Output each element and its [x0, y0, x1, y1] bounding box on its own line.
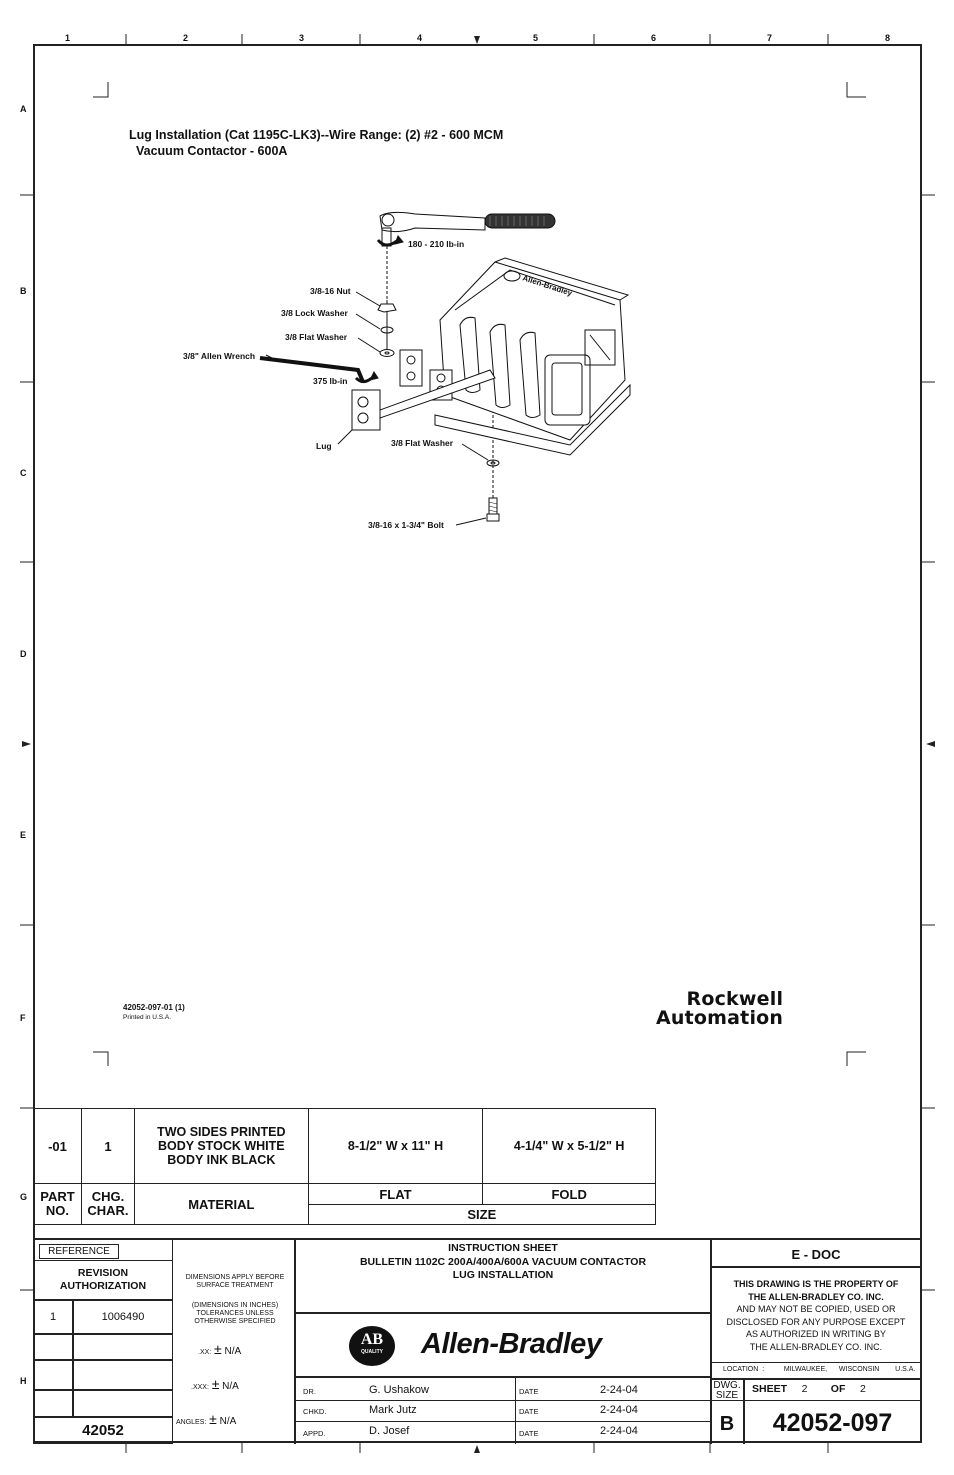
location: LOCATION : MILWAUKEE, WISCONSIN U.S.A. — [723, 1366, 916, 1373]
appd-date-label: DATE — [519, 1429, 539, 1438]
revision-empty — [33, 1360, 73, 1390]
drawing-frame — [33, 44, 922, 1443]
title-line-1: Lug Installation (Cat 1195C-LK3)--Wire R… — [129, 128, 504, 142]
logo-line-1: Rockwell — [686, 988, 784, 1010]
zone-col: 7 — [767, 33, 773, 43]
revision-auth-no: 1006490 — [73, 1300, 173, 1334]
chkd-label: CHKD. — [303, 1407, 327, 1416]
appd-name: D. Josef — [369, 1425, 410, 1437]
chkd-date: 2-24-04 — [600, 1404, 638, 1416]
dr-date: 2-24-04 — [600, 1384, 638, 1396]
zone-row: D — [20, 649, 27, 659]
revision-empty — [73, 1334, 173, 1360]
divider — [515, 1378, 516, 1444]
rockwell-automation-logo: Rockwell Automation — [656, 990, 783, 1028]
tolerance-angles: ANGLES: ± N/A — [176, 1411, 237, 1427]
tolerance-block — [173, 1240, 296, 1444]
callout-torque-lug: 375 lb-in — [313, 376, 348, 386]
dr-label: DR. — [303, 1387, 316, 1396]
zone-col: 1 — [65, 33, 71, 43]
tolerance-note: (DIMENSIONS IN INCHES) TOLERANCES UNLESS… — [191, 1302, 279, 1325]
edoc-label: E - DOC — [791, 1246, 841, 1262]
flat-size-value: 8-1/2" W x 11" H — [307, 1108, 484, 1184]
allen-bradley-wordmark: Allen-Bradley — [421, 1328, 602, 1360]
print-part-ref: 42052-097-01 (1) — [123, 1003, 185, 1012]
zone-row: B — [20, 286, 27, 296]
dr-name: G. Ushakow — [369, 1384, 429, 1396]
revision-empty — [33, 1390, 73, 1417]
divider — [710, 1240, 712, 1444]
divider — [296, 1312, 710, 1314]
zone-col: 6 — [651, 33, 657, 43]
divider — [296, 1400, 710, 1401]
revision-empty — [73, 1360, 173, 1390]
callout-bolt: 3/8-16 x 1-3/4" Bolt — [368, 520, 444, 530]
dimension-note: DIMENSIONS APPLY BEFORE SURFACE TREATMEN… — [185, 1274, 285, 1289]
divider — [743, 1378, 745, 1444]
callout-torque-top: 180 - 210 lb-in — [408, 239, 465, 249]
callout-lock-washer: 3/8 Lock Washer — [281, 308, 348, 318]
zone-col: 2 — [183, 33, 189, 43]
callout-flat-washer-bottom: 3/8 Flat Washer — [391, 438, 454, 448]
dwg-size-value: B — [719, 1412, 735, 1435]
zone-col: 4 — [417, 33, 423, 43]
printed-in-usa: Printed in U.S.A. — [123, 1014, 172, 1021]
zone-col: 8 — [885, 33, 891, 43]
appd-label: APPD. — [303, 1429, 326, 1438]
tolerance-xx: .XX: ± N/A — [198, 1341, 242, 1357]
title-block: REFERENCE REVISION AUTHORIZATION 1 10064… — [33, 1238, 922, 1444]
divider — [712, 1266, 920, 1268]
divider — [712, 1378, 920, 1380]
zone-row: C — [20, 468, 27, 478]
reference-label: REFERENCE — [39, 1244, 119, 1259]
part-no-value: -01 — [33, 1108, 82, 1184]
revision-number: 1 — [33, 1300, 73, 1334]
material-table: -01 1 TWO SIDES PRINTED BODY STOCK WHITE… — [33, 1108, 657, 1225]
zone-row: E — [20, 830, 27, 840]
part-no-header: PART NO. — [33, 1183, 82, 1225]
fold-size-value: 4-1/4" W x 5-1/2" H — [482, 1108, 656, 1184]
drawing-title: Lug Installation (Cat 1195C-LK3)--Wire R… — [129, 127, 503, 159]
revision-empty — [73, 1390, 173, 1417]
dwg-size-label: DWG. SIZE — [713, 1380, 741, 1401]
zone-row: A — [20, 104, 27, 114]
ab-quality-badge: AB QUALITY — [349, 1326, 395, 1366]
base-number: 42052 — [33, 1417, 173, 1444]
material-value: TWO SIDES PRINTED BODY STOCK WHITE BODY … — [133, 1108, 309, 1184]
size-header: SIZE — [307, 1204, 657, 1225]
logo-line-2: Automation — [656, 1007, 784, 1029]
revision-empty — [33, 1334, 73, 1360]
title-line-2: Vacuum Contactor - 600A — [136, 144, 288, 158]
zone-col: 3 — [299, 33, 305, 43]
dr-date-label: DATE — [519, 1387, 539, 1396]
appd-date: 2-24-04 — [600, 1425, 638, 1437]
chg-char-header: CHG. CHAR. — [80, 1183, 135, 1225]
sheet-count: SHEET 2 OF 2 — [752, 1383, 866, 1395]
chg-char-value: 1 — [80, 1108, 135, 1184]
callout-allen-wrench: 3/8" Allen Wrench — [183, 351, 256, 361]
divider — [296, 1376, 710, 1378]
material-header: MATERIAL — [133, 1183, 309, 1225]
lug-installation-illustration: Allen-Bradley — [259, 211, 631, 526]
property-notice: THIS DRAWING IS THE PROPERTY OF THE ALLE… — [726, 1279, 906, 1352]
divider — [712, 1400, 920, 1401]
zone-row: G — [20, 1192, 28, 1202]
chkd-name: Mark Jutz — [369, 1404, 417, 1416]
sheet-title: INSTRUCTION SHEET BULLETIN 1102C 200A/40… — [359, 1242, 647, 1281]
fold-header: FOLD — [482, 1183, 656, 1205]
zone-col: 5 — [533, 33, 539, 43]
zone-row: H — [20, 1376, 27, 1386]
divider — [296, 1421, 710, 1422]
flat-header: FLAT — [307, 1183, 484, 1205]
callout-nut: 3/8-16 Nut — [310, 286, 351, 296]
callout-lug: Lug — [316, 441, 332, 451]
tolerance-xxx: .XXX: ± N/A — [191, 1376, 239, 1392]
callout-flat-washer-top: 3/8 Flat Washer — [285, 332, 348, 342]
revision-authorization-header: REVISION AUTHORIZATION — [33, 1260, 173, 1300]
zone-row: F — [20, 1013, 26, 1023]
drawing-number: 42052-097 — [772, 1408, 893, 1437]
divider — [712, 1362, 920, 1363]
chkd-date-label: DATE — [519, 1407, 539, 1416]
